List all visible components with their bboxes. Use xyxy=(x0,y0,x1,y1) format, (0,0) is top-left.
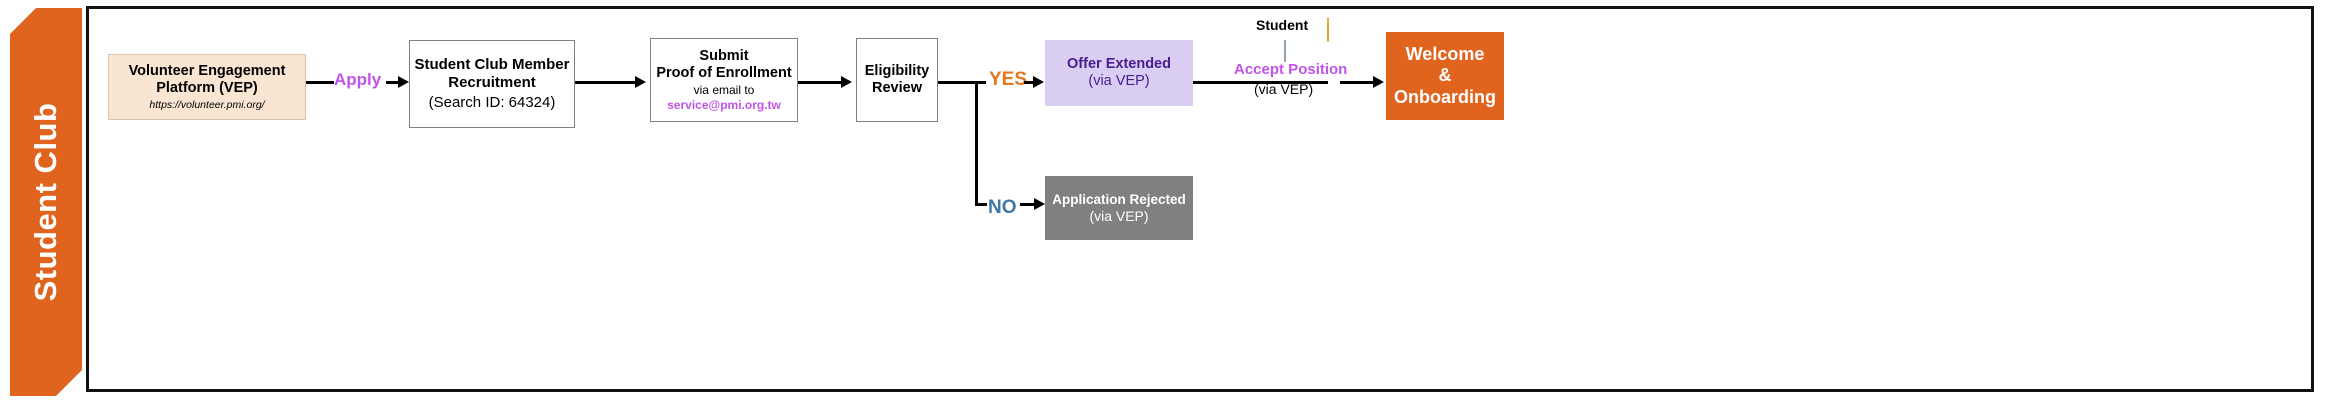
node-rejected-line2: (via VEP) xyxy=(1089,207,1149,224)
node-offer-extended[interactable]: Offer Extended (via VEP) xyxy=(1045,40,1193,106)
edge-apply-arrowhead xyxy=(398,75,409,88)
edge-label-apply: Apply xyxy=(334,70,382,89)
edge-recruitment-to-submit-arrowhead xyxy=(635,75,646,88)
node-submit-line3: via email to xyxy=(693,83,755,98)
edge-submit-to-review-arrowhead xyxy=(841,75,852,88)
edge-accept-segment-left xyxy=(1193,81,1328,84)
edge-no-segment-right xyxy=(1020,203,1038,206)
edge-apply-segment-left xyxy=(306,81,334,84)
node-vep-line2: Platform (VEP) xyxy=(156,79,258,96)
node-recruitment-line2: Recruitment xyxy=(448,74,536,92)
edge-review-split-vertical xyxy=(975,81,978,206)
edge-apply-segment-right xyxy=(386,81,400,84)
node-application-rejected[interactable]: Application Rejected (via VEP) xyxy=(1045,176,1193,240)
edge-label-accept-position-sub: (via VEP) xyxy=(1254,81,1314,97)
node-welcome-line1: Welcome xyxy=(1405,44,1485,65)
node-welcome-line3: Onboarding xyxy=(1394,86,1496,107)
node-welcome-line2: & xyxy=(1438,65,1452,86)
node-student-club-member-recruitment[interactable]: Student Club Member Recruitment (Search … xyxy=(409,40,575,128)
edge-submit-to-review xyxy=(798,81,842,84)
edge-label-accept-position: Accept Position xyxy=(1234,61,1348,78)
node-review-line2: Review xyxy=(872,80,922,96)
edge-no-segment-left xyxy=(975,203,987,206)
tick-gray-icon xyxy=(1284,40,1286,62)
node-review-line1: Eligibility xyxy=(864,62,930,79)
node-eligibility-review[interactable]: Eligibility Review xyxy=(856,38,938,122)
node-recruitment-search-id: (Search ID: 64324) xyxy=(428,93,556,111)
node-rejected-line1: Application Rejected xyxy=(1052,191,1186,207)
edge-yes-segment xyxy=(1024,81,1036,84)
node-volunteer-engagement-platform[interactable]: Volunteer Engagement Platform (VEP) http… xyxy=(108,54,306,120)
edge-label-yes: YES xyxy=(989,69,1028,90)
node-submit-proof-of-enrollment[interactable]: Submit Proof of Enrollment via email to … xyxy=(650,38,798,122)
tick-orange-icon xyxy=(1327,18,1329,42)
edge-recruitment-to-submit xyxy=(575,81,637,84)
edge-review-split-stub xyxy=(938,81,986,84)
node-welcome-onboarding[interactable]: Welcome & Onboarding xyxy=(1386,32,1504,120)
edge-label-student: Student xyxy=(1256,17,1309,33)
node-submit-line1: Submit xyxy=(699,48,749,65)
node-offer-line1: Offer Extended xyxy=(1067,55,1171,72)
node-recruitment-line1: Student Club Member xyxy=(414,56,570,74)
node-offer-line2: (via VEP) xyxy=(1088,73,1150,89)
edge-yes-arrowhead xyxy=(1033,75,1044,88)
swimlane-label: Student Club xyxy=(28,102,63,302)
swimlane-banner-student-club: Student Club xyxy=(10,8,82,396)
edge-no-arrowhead xyxy=(1034,197,1045,210)
node-vep-url[interactable]: https://volunteer.pmi.org/ xyxy=(149,98,265,111)
node-submit-email[interactable]: service@pmi.org.tw xyxy=(667,97,781,112)
node-submit-line2: Proof of Enrollment xyxy=(656,65,792,82)
node-vep-line1: Volunteer Engagement xyxy=(128,62,286,79)
edge-accept-arrowhead xyxy=(1373,75,1384,88)
edge-accept-segment-right xyxy=(1340,81,1376,84)
edge-label-no: NO xyxy=(988,197,1017,218)
